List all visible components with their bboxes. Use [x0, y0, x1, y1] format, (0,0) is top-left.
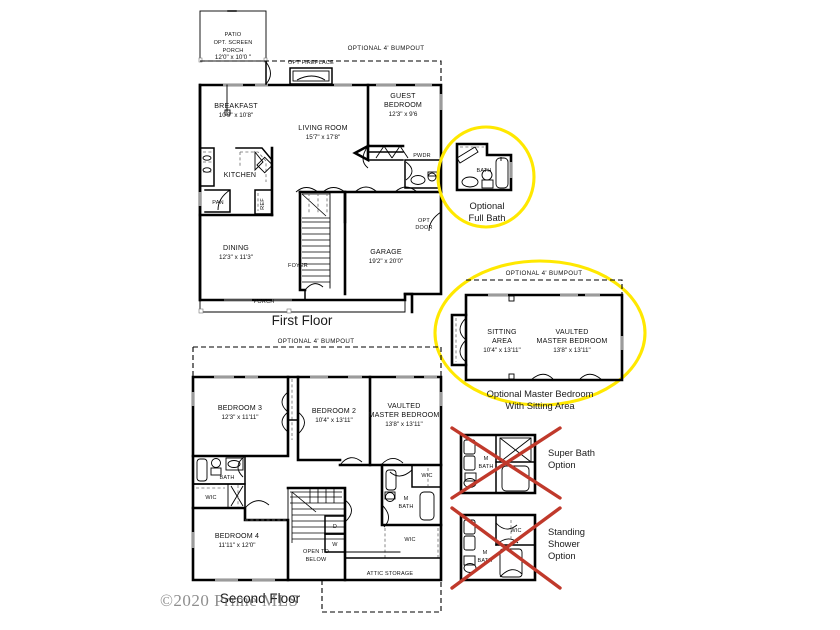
highlight-ellipse-full-bath: [436, 125, 536, 229]
room-label-optional-bath: BATH: [476, 168, 491, 174]
guest-bedroom: GUEST BEDROOM 12'3" x 9'6: [352, 83, 422, 169]
second-floor-walls: [191, 375, 443, 582]
room-dims-bedroom2: 10'4" x 13'11": [315, 417, 353, 424]
strike-x-super-bath: [450, 426, 562, 500]
room-label-shower-wic: WIC: [510, 528, 521, 534]
room-label-guest: GUEST: [390, 92, 416, 100]
room-dims-living: 15'7" x 17'8": [306, 134, 341, 141]
attic-storage: ATTIC STORAGE: [321, 551, 442, 613]
room-label-dining: DINING: [223, 244, 249, 252]
room-label-washer: W: [332, 542, 338, 548]
room-label-breakfast: BREAKFAST: [214, 102, 258, 110]
room-label-m-bath-2: BATH: [398, 504, 413, 510]
room-label-garage: GARAGE: [370, 248, 402, 256]
room-dims-dining: 12'3" x 11'3": [219, 254, 253, 261]
room-label-patio-3: PORCH: [223, 48, 244, 54]
room-label-sitting: SITTING: [487, 328, 516, 336]
master-caption-2: With Sitting Area: [505, 400, 575, 411]
room-label-open-below: OPEN TO: [303, 549, 329, 555]
room-label-opt-door-2: DOOR: [415, 225, 432, 231]
dining-room: DINING 12'3" x 11'3": [219, 244, 253, 261]
room-label-opt-fireplace: OPT FIREPLACE: [288, 60, 334, 66]
master-sitting-plan: OPTIONAL 4' BUMPOUT SITTING AREA 10'4" x…: [450, 270, 624, 382]
option-super-bath: M BATH Super Bath Option: [450, 426, 595, 500]
master-caption-1: Optional Master Bedroom: [487, 388, 594, 399]
room-label-opt-master: VAULTED: [555, 328, 588, 336]
room-label-pantry: PAN: [212, 200, 224, 206]
option-full-bath: BATH Optional Full Bath: [436, 125, 536, 229]
breakfast-area: BREAKFAST 10'9" x 10'8": [214, 61, 271, 119]
room-label-patio-2: OPT. SCREEN: [214, 40, 253, 46]
watermark: ©2020 Prime MLS: [160, 591, 298, 610]
room-label-ref: REF: [260, 198, 266, 210]
room-label-opt-door: OPT: [418, 218, 430, 224]
option-master-sitting: OPTIONAL 4' BUMPOUT SITTING AREA 10'4" x…: [433, 259, 647, 411]
room-label-patio: PATIO: [225, 32, 242, 38]
room-dims-sitting: 10'4" x 13'11": [483, 347, 521, 354]
room-label-bedroom4: BEDROOM 4: [215, 532, 259, 540]
shower-caption-1: Standing: [548, 526, 585, 537]
bumpout-note-master: OPTIONAL 4' BUMPOUT: [506, 270, 583, 277]
room-dims-breakfast: 10'9" x 10'8": [219, 112, 254, 119]
room-label-attic: ATTIC STORAGE: [367, 571, 414, 577]
room-label-m-bath: M: [404, 496, 409, 502]
room-label-master-2: MASTER BEDROOM: [369, 411, 440, 419]
living-room: LIVING ROOM 15'7" x 17'8": [298, 124, 348, 141]
room-label-master: VAULTED: [387, 402, 420, 410]
bedroom-4: BEDROOM 4 11'11" x 12'0": [191, 506, 290, 582]
room-label-dryer: D: [333, 524, 337, 530]
full-bath-caption-1: Optional: [470, 200, 505, 211]
highlight-ellipse-master: [433, 259, 647, 407]
room-label-bedroom3: BEDROOM 3: [218, 404, 262, 412]
second-floor-group: OPTIONAL 4' BUMPOUT BEDROOM 3 12'3" x 11…: [191, 338, 443, 613]
room-label-wic-left: WIC: [205, 495, 216, 501]
room-label-sitting-2: AREA: [492, 337, 512, 345]
room-dims-opt-master: 13'8" x 13'11": [553, 347, 591, 354]
kitchen: KITCHEN PAN REF: [198, 146, 274, 217]
second-floor-bumpout: OPTIONAL 4' BUMPOUT: [192, 338, 442, 377]
room-label-super-bath: M: [484, 456, 489, 462]
front-porch: PORCH: [198, 292, 414, 314]
super-bath-caption-2: Option: [548, 459, 576, 470]
shower-caption-2: Shower: [548, 538, 580, 549]
shower-caption-3: Option: [548, 550, 576, 561]
room-label-living: LIVING ROOM: [298, 124, 348, 132]
room-label-shower-bath: M: [483, 550, 488, 556]
full-bath-plan: BATH: [455, 142, 513, 192]
super-bath-caption-1: Super Bath: [548, 447, 595, 458]
room-label-bath2: BATH: [219, 475, 234, 481]
stairs-second: OPEN TO BELOW D W: [286, 486, 352, 582]
first-floor-group: PATIO OPT. SCREEN PORCH 12'0" x 10'0 " O…: [198, 10, 443, 328]
room-label-open-below-2: BELOW: [306, 557, 327, 563]
room-label-opt-master-2: MASTER BEDROOM: [537, 337, 608, 345]
bumpout-note-first: OPTIONAL 4' BUMPOUT: [348, 45, 425, 52]
room-label-super-bath-2: BATH: [478, 464, 493, 470]
room-dims-master: 13'8" x 13'11": [385, 421, 423, 428]
full-bath-caption-2: Full Bath: [469, 212, 506, 223]
room-label-kitchen: KITCHEN: [224, 171, 257, 179]
option-standing-shower: WIC M BATH Standing Shower Option: [450, 506, 585, 590]
room-dims-bedroom3: 12'3" x 11'11": [221, 414, 258, 421]
garage: GARAGE 19'2" x 20'0" OPT DOOR: [343, 186, 443, 296]
room-label-porch: PORCH: [254, 299, 275, 305]
room-label-foyer: FOYER: [288, 263, 308, 269]
room-label-wic-master-lower: WIC: [404, 537, 415, 543]
room-label-wic-master-upper: WIC: [421, 473, 432, 479]
room-dims-garage: 19'2" x 20'0": [369, 258, 404, 265]
room-label-bedroom2: BEDROOM 2: [312, 407, 356, 415]
room-label-pwdr: PWDR: [413, 153, 431, 159]
strike-x-standing-shower: [450, 506, 562, 590]
room-dims-guest: 12'3" x 9'6: [389, 111, 418, 118]
room-label-shower-bath-2: BATH: [477, 558, 492, 564]
room-label-guest-2: BEDROOM: [384, 101, 422, 109]
bumpout-note-second: OPTIONAL 4' BUMPOUT: [278, 338, 355, 345]
first-floor-label: First Floor: [272, 313, 333, 328]
second-floor-label: Second Floor: [220, 591, 301, 606]
room-dims-bedroom4: 11'11" x 12'0": [218, 542, 255, 549]
room-dims-patio: 12'0" x 10'0 ": [215, 54, 251, 61]
